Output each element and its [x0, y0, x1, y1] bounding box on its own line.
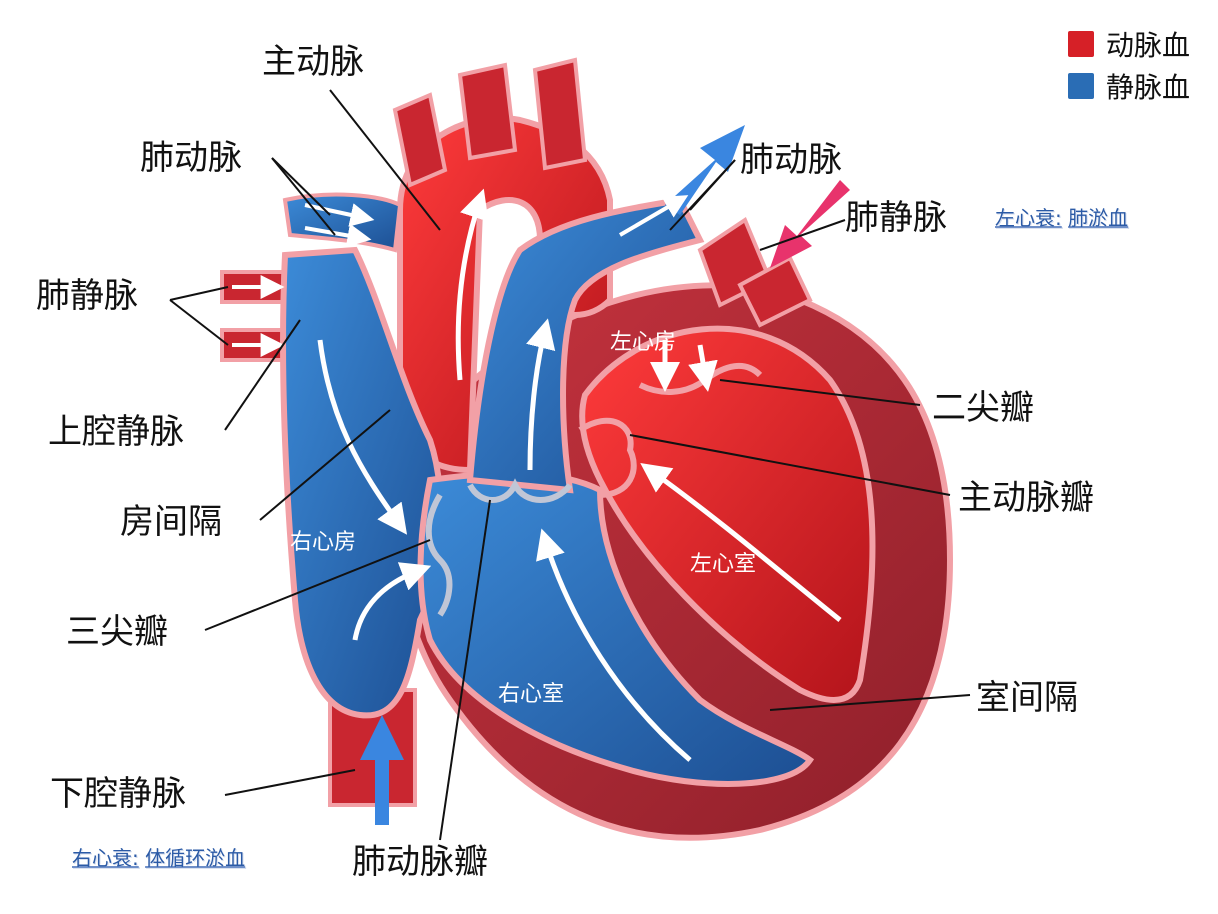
- label-pulmonary-vein-left: 肺静脉: [36, 276, 138, 316]
- pulmonary-artery-left-shape: [282, 192, 403, 253]
- label-pulmonary-vein-right: 肺静脉: [845, 198, 947, 238]
- note-right-heart-failure-prefix: 右心衰:: [72, 846, 139, 870]
- legend-venous-swatch: [1068, 73, 1094, 99]
- label-right-atrium: 右心房: [290, 530, 357, 555]
- label-tricuspid-valve: 三尖瓣: [66, 612, 168, 652]
- label-ventricular-septum: 室间隔: [976, 678, 1078, 718]
- label-pulmonary-valve: 肺动脉瓣: [352, 842, 488, 882]
- pulmonary-outflow-arrow: [665, 125, 745, 215]
- label-left-ventricle: 左心室: [690, 552, 757, 577]
- label-mitral-valve: 二尖瓣: [932, 388, 1034, 428]
- pulmonary-inflow-arrow: [770, 180, 850, 268]
- legend-arterial-swatch: [1068, 31, 1094, 57]
- right-ventricle-shape: [417, 470, 815, 787]
- pulmonary-valve-shape: [467, 478, 573, 503]
- label-pulmonary-artery-right: 肺动脉: [740, 140, 842, 180]
- pulmonary-vein-right-2: [737, 255, 813, 328]
- label-left-atrium: 左心房: [610, 330, 677, 355]
- label-pulmonary-artery-left: 肺动脉: [140, 138, 242, 178]
- label-aorta: 主动脉: [262, 42, 364, 82]
- legend-arterial: 动脉血: [1068, 24, 1190, 64]
- label-right-ventricle: 右心室: [498, 682, 565, 707]
- aorta-branch-1: [392, 92, 448, 188]
- tricuspid-valve-shape: [425, 493, 453, 617]
- leader-lines: [169, 89, 971, 841]
- label-superior-vena-cava: 上腔静脉: [48, 412, 184, 452]
- note-left-heart-failure-value: 肺淤血: [1068, 206, 1129, 230]
- aorta-branch-3: [532, 57, 588, 171]
- ivc-inflow-arrow: [360, 715, 404, 825]
- note-left-heart-failure-prefix: 左心衰:: [995, 206, 1062, 230]
- label-aortic-valve: 主动脉瓣: [958, 478, 1094, 518]
- legend-venous-label: 静脉血: [1106, 71, 1191, 104]
- label-atrial-septum: 房间隔: [120, 502, 222, 542]
- label-inferior-vena-cava: 下腔静脉: [50, 774, 186, 814]
- note-right-heart-failure: 右心衰: 体循环淤血: [72, 846, 245, 870]
- legend-arterial-label: 动脉血: [1106, 29, 1191, 62]
- legend-venous: 静脉血: [1068, 66, 1190, 106]
- aorta-branch-2: [457, 62, 518, 161]
- note-right-heart-failure-value: 体循环淤血: [145, 846, 246, 870]
- note-left-heart-failure: 左心衰: 肺淤血: [995, 206, 1128, 230]
- aortic-valve-shape: [578, 417, 637, 498]
